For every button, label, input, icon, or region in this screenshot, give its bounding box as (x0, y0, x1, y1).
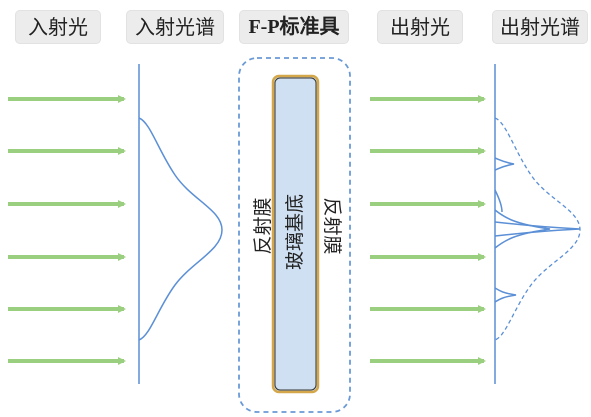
incident-spectrum (138, 64, 223, 384)
output-peak (494, 287, 517, 303)
incident-spectrum-label: 入射光谱 (126, 10, 224, 44)
substrate-label: 玻璃基底 (284, 194, 306, 270)
output-spectrum-envelope (494, 117, 581, 341)
output-peak (494, 209, 551, 249)
etalon-outline (238, 57, 351, 413)
incident-light-label: 入射光 (15, 10, 101, 44)
output-peak (494, 157, 515, 171)
output-spectrum (494, 64, 581, 384)
output-spectrum-label: 出射光谱 (492, 10, 588, 44)
output-peak (494, 189, 503, 213)
incident-spectrum-curve (138, 117, 223, 341)
fp-etalon-label: F-P标准具 (239, 10, 349, 44)
glass-substrate-inner-border (274, 77, 317, 391)
incident-arrows (8, 95, 126, 365)
output-arrows (370, 95, 486, 365)
output-peak (494, 221, 581, 237)
right-film-label: 反射膜 (321, 197, 343, 254)
left-film-label: 反射膜 (252, 197, 274, 254)
output-light-label: 出射光 (377, 10, 463, 44)
glass-substrate (271, 74, 320, 394)
